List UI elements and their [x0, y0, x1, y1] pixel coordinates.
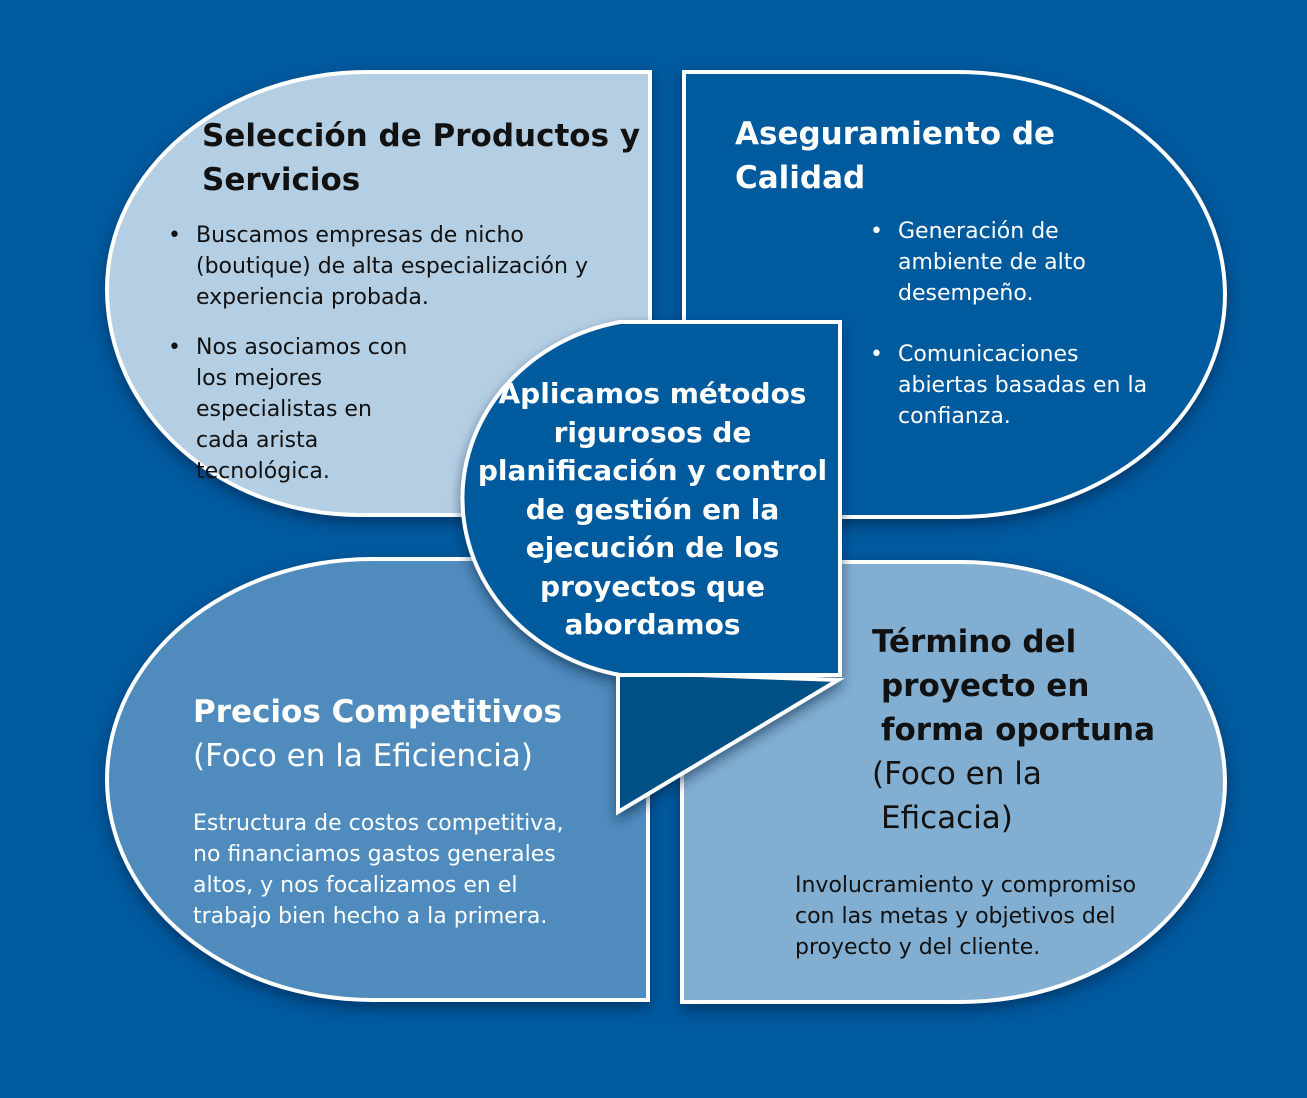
- product-selection-title-line2: Servicios: [202, 162, 361, 198]
- competitive-prices-title: Precios Competitivos (Foco en la Eficien…: [193, 690, 562, 778]
- center-line: ejecución de los: [525, 531, 780, 564]
- competitive-prices-subtitle: (Foco en la Eficiencia): [193, 738, 533, 774]
- bullet-item: Generación de ambiente de alto desempeño…: [870, 216, 1098, 309]
- bullet-item: Nos asociamos con los mejores especialis…: [168, 332, 416, 487]
- center-line: abordamos: [564, 608, 741, 641]
- timely-completion-title-line2: proyecto en: [881, 668, 1090, 704]
- quality-assurance-title-line1: Aseguramiento de: [735, 116, 1056, 152]
- product-selection-bullets: Buscamos empresas de nicho (boutique) de…: [166, 220, 636, 506]
- timely-completion-title: Término del proyecto en forma oportuna (…: [872, 620, 1155, 840]
- quality-assurance-title: Aseguramiento de Calidad: [735, 112, 1055, 200]
- center-line: rigurosos de: [553, 415, 752, 449]
- quality-assurance-bullets: Generación de ambiente de alto desempeño…: [868, 216, 1173, 451]
- bullet-item: Comunicaciones abiertas basadas en la co…: [870, 339, 1173, 432]
- center-statement: Aplicamos métodos rigurosos de planifica…: [470, 375, 835, 645]
- quality-assurance-title-line2: Calidad: [735, 160, 866, 196]
- timely-completion-body: Involucramiento y compromiso con las met…: [795, 873, 1137, 960]
- center-line: Aplicamos métodos: [498, 377, 807, 410]
- center-line: proyectos que: [540, 569, 765, 603]
- center-line: planificación y control: [477, 454, 828, 487]
- timely-completion-subtitle-line2: Eficacia): [881, 800, 1013, 836]
- timely-completion-title-line1: Término del: [872, 624, 1077, 660]
- competitive-prices-body: Estructura de costos competitiva, no fin…: [193, 811, 564, 929]
- product-selection-title-line1: Selección de Productos y: [202, 118, 641, 154]
- bullet-item: Buscamos empresas de nicho (boutique) de…: [168, 220, 636, 313]
- competitive-prices-title-text: Precios Competitivos: [193, 694, 562, 730]
- timely-completion-subtitle-line1: (Foco en la: [872, 756, 1042, 792]
- product-selection-title: Selección de Productos y Servicios: [202, 114, 640, 202]
- timely-completion-title-line3: forma oportuna: [881, 712, 1156, 748]
- center-line: de gestión en la: [525, 492, 780, 526]
